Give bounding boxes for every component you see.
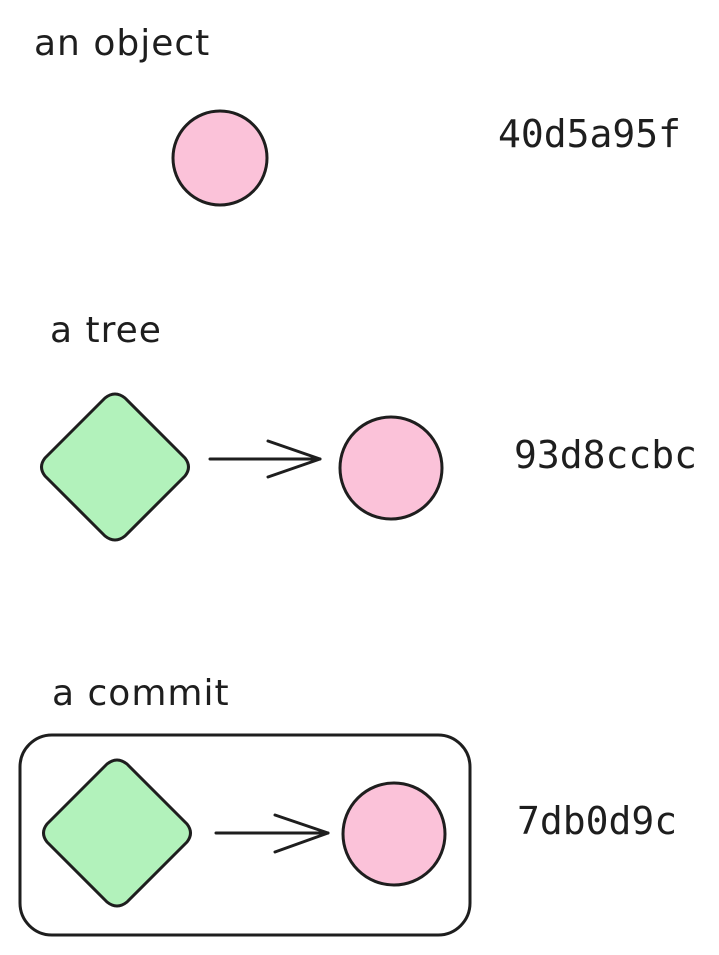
commit-arrow-head [273, 813, 330, 854]
object-title: an object [34, 23, 211, 64]
object-blob-circle [171, 109, 269, 207]
commit-hash: 7db0d9c [517, 799, 678, 843]
tree-arrow [208, 439, 322, 479]
commit-title: a commit [52, 673, 230, 714]
commit-section [18, 733, 472, 937]
tree-arrow-head [266, 439, 322, 479]
object-section [171, 109, 269, 207]
commit-box [18, 733, 472, 937]
object-hash: 40d5a95f [498, 112, 682, 156]
tree-section [40, 392, 444, 542]
commit-arrow [214, 813, 330, 854]
tree-hash: 93d8ccbc [514, 433, 698, 477]
tree-diamond [40, 392, 190, 542]
commit-tree-diamond [42, 758, 192, 908]
tree-title: a tree [50, 310, 162, 351]
commit-blob-circle [341, 781, 447, 887]
tree-blob-circle [338, 415, 444, 521]
